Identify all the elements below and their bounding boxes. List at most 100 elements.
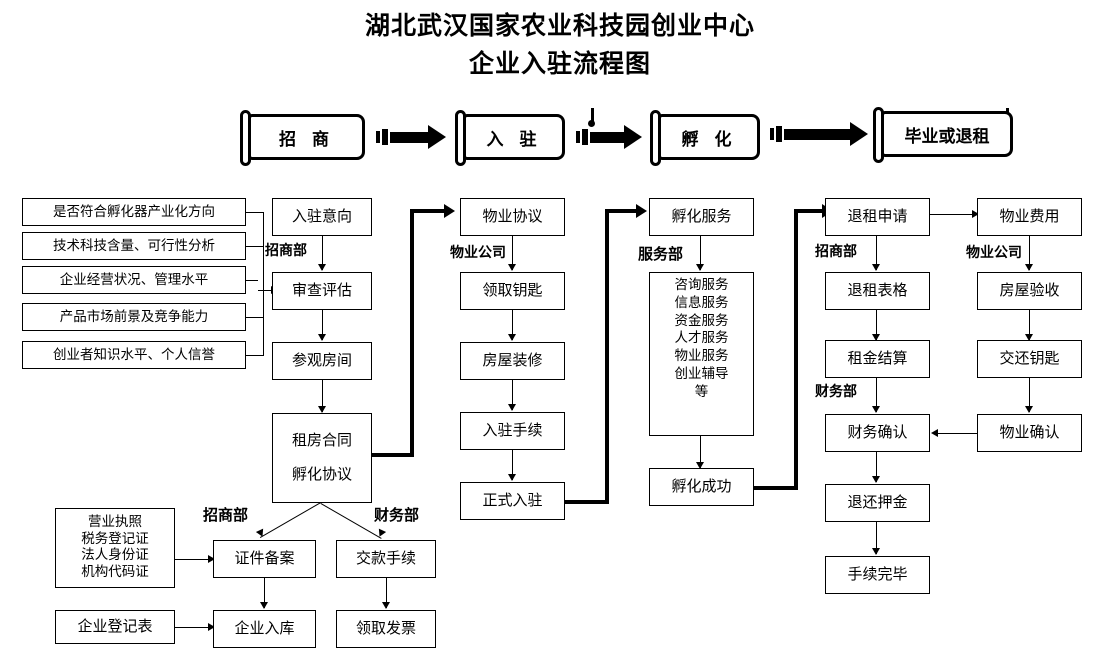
box-property-fees[interactable]: 物业费用 [977, 198, 1082, 236]
box-exit-application[interactable]: 退租申请 [825, 198, 930, 236]
service-item-7: 等 [694, 383, 709, 400]
thick-conn-contract-agreement-h2 [410, 209, 446, 213]
box-payment[interactable]: 交款手续 [336, 540, 436, 578]
arrow-tail-segment [776, 126, 782, 142]
arrow-head [850, 122, 868, 146]
license-line-1: 营业执照 [88, 514, 142, 530]
box-renovation[interactable]: 房屋装修 [460, 342, 565, 380]
box-finance-confirm[interactable]: 财务确认 [825, 414, 930, 452]
conn-payment-invoice-head [382, 602, 390, 609]
criteria-box-1[interactable]: 是否符合孵化器产业化方向 [22, 198, 246, 226]
box-licenses[interactable]: 营业执照 税务登记证 法人身份证 机构代码证 [55, 508, 175, 588]
criteria-connector-5 [246, 355, 264, 356]
conn-inspection-keys [1029, 310, 1030, 340]
box-official-movein[interactable]: 正式入驻 [460, 482, 565, 520]
criteria-connector-2 [246, 246, 264, 247]
conn-keys-propconfirm-head [1025, 406, 1033, 413]
conn-list-success [700, 436, 701, 468]
conn-finconfirm-deposit-head [872, 476, 880, 483]
box-property-confirm[interactable]: 物业确认 [977, 414, 1082, 452]
criteria-connector-4 [246, 317, 264, 318]
service-item-2: 信息服务 [674, 294, 729, 311]
conn-review-visit [322, 310, 323, 340]
thick-conn-official-service-head [636, 204, 647, 218]
box-invoice[interactable]: 领取发票 [336, 610, 436, 648]
thick-conn-success-exit-h1 [754, 486, 798, 490]
banner-rod [650, 110, 661, 166]
box-movein-procedures[interactable]: 入驻手续 [460, 412, 565, 450]
conn-renovation-procedures-head [508, 404, 516, 411]
box-incubation-success[interactable]: 孵化成功 [649, 468, 754, 506]
stage-banner-graduate[interactable]: 毕业或退租 [873, 105, 1013, 163]
arrow-shaft [784, 129, 850, 140]
box-filing[interactable]: 证件备案 [213, 540, 316, 578]
conn-settle-finconfirm [876, 378, 877, 412]
conn-intent-review-head [318, 264, 326, 271]
thick-conn-official-service-h2 [605, 209, 638, 213]
page-title-line1: 湖北武汉国家农业科技园创业中心 [364, 11, 755, 40]
box-registration-form[interactable]: 企业登记表 [55, 610, 175, 644]
dept-label-finance-1: 财务部 [374, 506, 420, 524]
banner-rod [240, 110, 251, 166]
box-contract[interactable]: 租房合同 孵化协议 [272, 413, 372, 503]
box-review[interactable]: 审查评估 [272, 272, 372, 310]
box-rent-settlement[interactable]: 租金结算 [825, 340, 930, 378]
criteria-box-5[interactable]: 创业者知识水平、个人信誉 [22, 341, 246, 369]
conn-procedures-official [512, 450, 513, 480]
conn-licenses-filing [175, 559, 210, 560]
conn-deposit-complete [876, 522, 877, 554]
stage-banner-movein[interactable]: 入 驻 [455, 108, 1010, 166]
banner-frame: 招 商 [248, 114, 365, 160]
box-enterprise-db[interactable]: 企业入库 [213, 610, 316, 648]
conn-fees-inspection [1029, 236, 1030, 270]
license-line-3: 法人身份证 [81, 547, 149, 564]
arrow-tail-segment [382, 129, 388, 145]
criteria-box-4[interactable]: 产品市场前景及竞争能力 [22, 303, 246, 331]
stage-banner-recruit[interactable]: 招 商 [240, 108, 595, 166]
conn-application-form-head [872, 264, 880, 271]
dept-label-property-1: 物业公司 [450, 245, 506, 261]
arrow-head [624, 125, 642, 149]
box-deposit-refund[interactable]: 退还押金 [825, 484, 930, 522]
thick-conn-contract-agreement-head [444, 204, 455, 218]
box-exit-form[interactable]: 退租表格 [825, 272, 930, 310]
conn-application-form [876, 236, 877, 270]
conn-settle-finconfirm-head [872, 406, 880, 413]
stage-arrow-3 [770, 122, 868, 146]
thick-conn-success-exit-v [794, 209, 798, 490]
box-procedures-complete[interactable]: 手续完毕 [825, 556, 930, 594]
thick-conn-contract-agreement-h1 [372, 453, 414, 457]
conn-form-settle-head [872, 334, 880, 341]
service-item-4: 人才服务 [674, 330, 729, 347]
conn-contract-filing [259, 502, 321, 538]
service-item-3: 资金服务 [674, 312, 729, 329]
conn-list-success-head [696, 462, 704, 469]
box-house-inspection[interactable]: 房屋验收 [977, 272, 1082, 310]
conn-finconfirm-deposit [876, 452, 877, 482]
conn-visit-contract-head [318, 406, 326, 413]
box-intent[interactable]: 入驻意向 [272, 198, 372, 236]
box-return-keys[interactable]: 交还钥匙 [977, 340, 1082, 378]
box-property-agreement[interactable]: 物业协议 [460, 198, 565, 236]
banner-frame: 孵 化 [658, 114, 760, 160]
criteria-connector-1 [246, 212, 264, 213]
box-incubation-service[interactable]: 孵化服务 [649, 198, 754, 236]
conn-licenses-filing-head [208, 555, 215, 563]
dept-label-recruit-1: 招商部 [265, 243, 307, 259]
criteria-bracket-to-review [258, 290, 272, 291]
box-visit[interactable]: 参观房间 [272, 342, 372, 380]
stage-banner-incubate[interactable]: 孵 化 [650, 108, 760, 166]
conn-keys-renovation [512, 310, 513, 340]
box-service-list[interactable]: 咨询服务 信息服务 资金服务 人才服务 物业服务 创业辅导 等 [649, 272, 754, 436]
criteria-box-3[interactable]: 企业经营状况、管理水平 [22, 266, 246, 294]
thick-conn-official-service-h1 [565, 500, 609, 504]
criteria-box-2[interactable]: 技术科技含量、可行性分析 [22, 232, 246, 260]
banner-rod [455, 110, 466, 166]
conn-contract-payment [320, 503, 382, 539]
criteria-connector-3 [246, 280, 258, 281]
conn-application-fees-head [972, 210, 979, 218]
conn-fees-inspection-head [1025, 264, 1033, 271]
banner-frame: 毕业或退租 [881, 111, 1013, 157]
box-keys[interactable]: 领取钥匙 [460, 272, 565, 310]
